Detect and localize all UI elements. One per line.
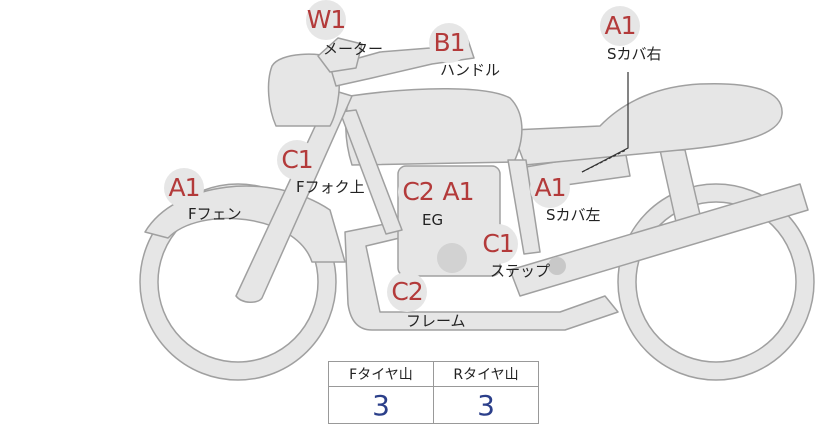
front-fork	[235, 89, 353, 303]
header-front-tire: Fタイヤ山	[328, 361, 434, 387]
table-header-row: Fタイヤ山 Rタイヤ山	[328, 361, 539, 387]
badge-a1-f-fender: A1	[164, 168, 204, 208]
headlight-cowl	[267, 53, 340, 127]
header-rear-tire: Rタイヤ山	[433, 361, 539, 387]
meter	[317, 37, 363, 73]
value-rear-tire: 3	[433, 386, 539, 424]
label-f-fork-upper: Fフォク上	[296, 178, 365, 196]
badge-c2-eg: C2	[398, 172, 438, 212]
label-s-cover-right: Sカバ右	[607, 45, 662, 63]
step-peg	[548, 257, 566, 275]
badge-c2-frame: C2	[387, 272, 427, 312]
badge-b1: B1	[429, 23, 469, 63]
engine-hub	[437, 243, 467, 273]
label-s-cover-left: Sカバ左	[546, 206, 601, 224]
label-frame: フレーム	[406, 312, 466, 330]
badge-a1-s-cover-right: A1	[600, 6, 640, 46]
badge-w1: W1	[306, 0, 346, 40]
table-row: 3 3	[328, 386, 539, 424]
label-f-fender: Fフェン	[188, 205, 242, 223]
badge-c1-f-fork: C1	[277, 140, 317, 180]
label-step: ステップ	[490, 262, 551, 280]
fuel-tank	[344, 87, 523, 166]
swingarm	[509, 183, 809, 297]
label-eg: EG	[422, 211, 444, 229]
down-tube	[339, 109, 403, 235]
tire-tread-table: Fタイヤ山 Rタイヤ山 3 3	[328, 361, 539, 424]
badge-c1-step: C1	[478, 224, 518, 264]
frame-lower	[344, 221, 619, 331]
badge-a1-eg: A1	[438, 172, 478, 212]
label-handle: ハンドル	[440, 61, 501, 79]
seat	[511, 82, 783, 166]
badge-a1-s-cover-left: A1	[530, 168, 570, 208]
value-front-tire: 3	[328, 386, 434, 424]
label-meter: メーター	[323, 40, 384, 58]
frame-stay	[507, 159, 541, 255]
